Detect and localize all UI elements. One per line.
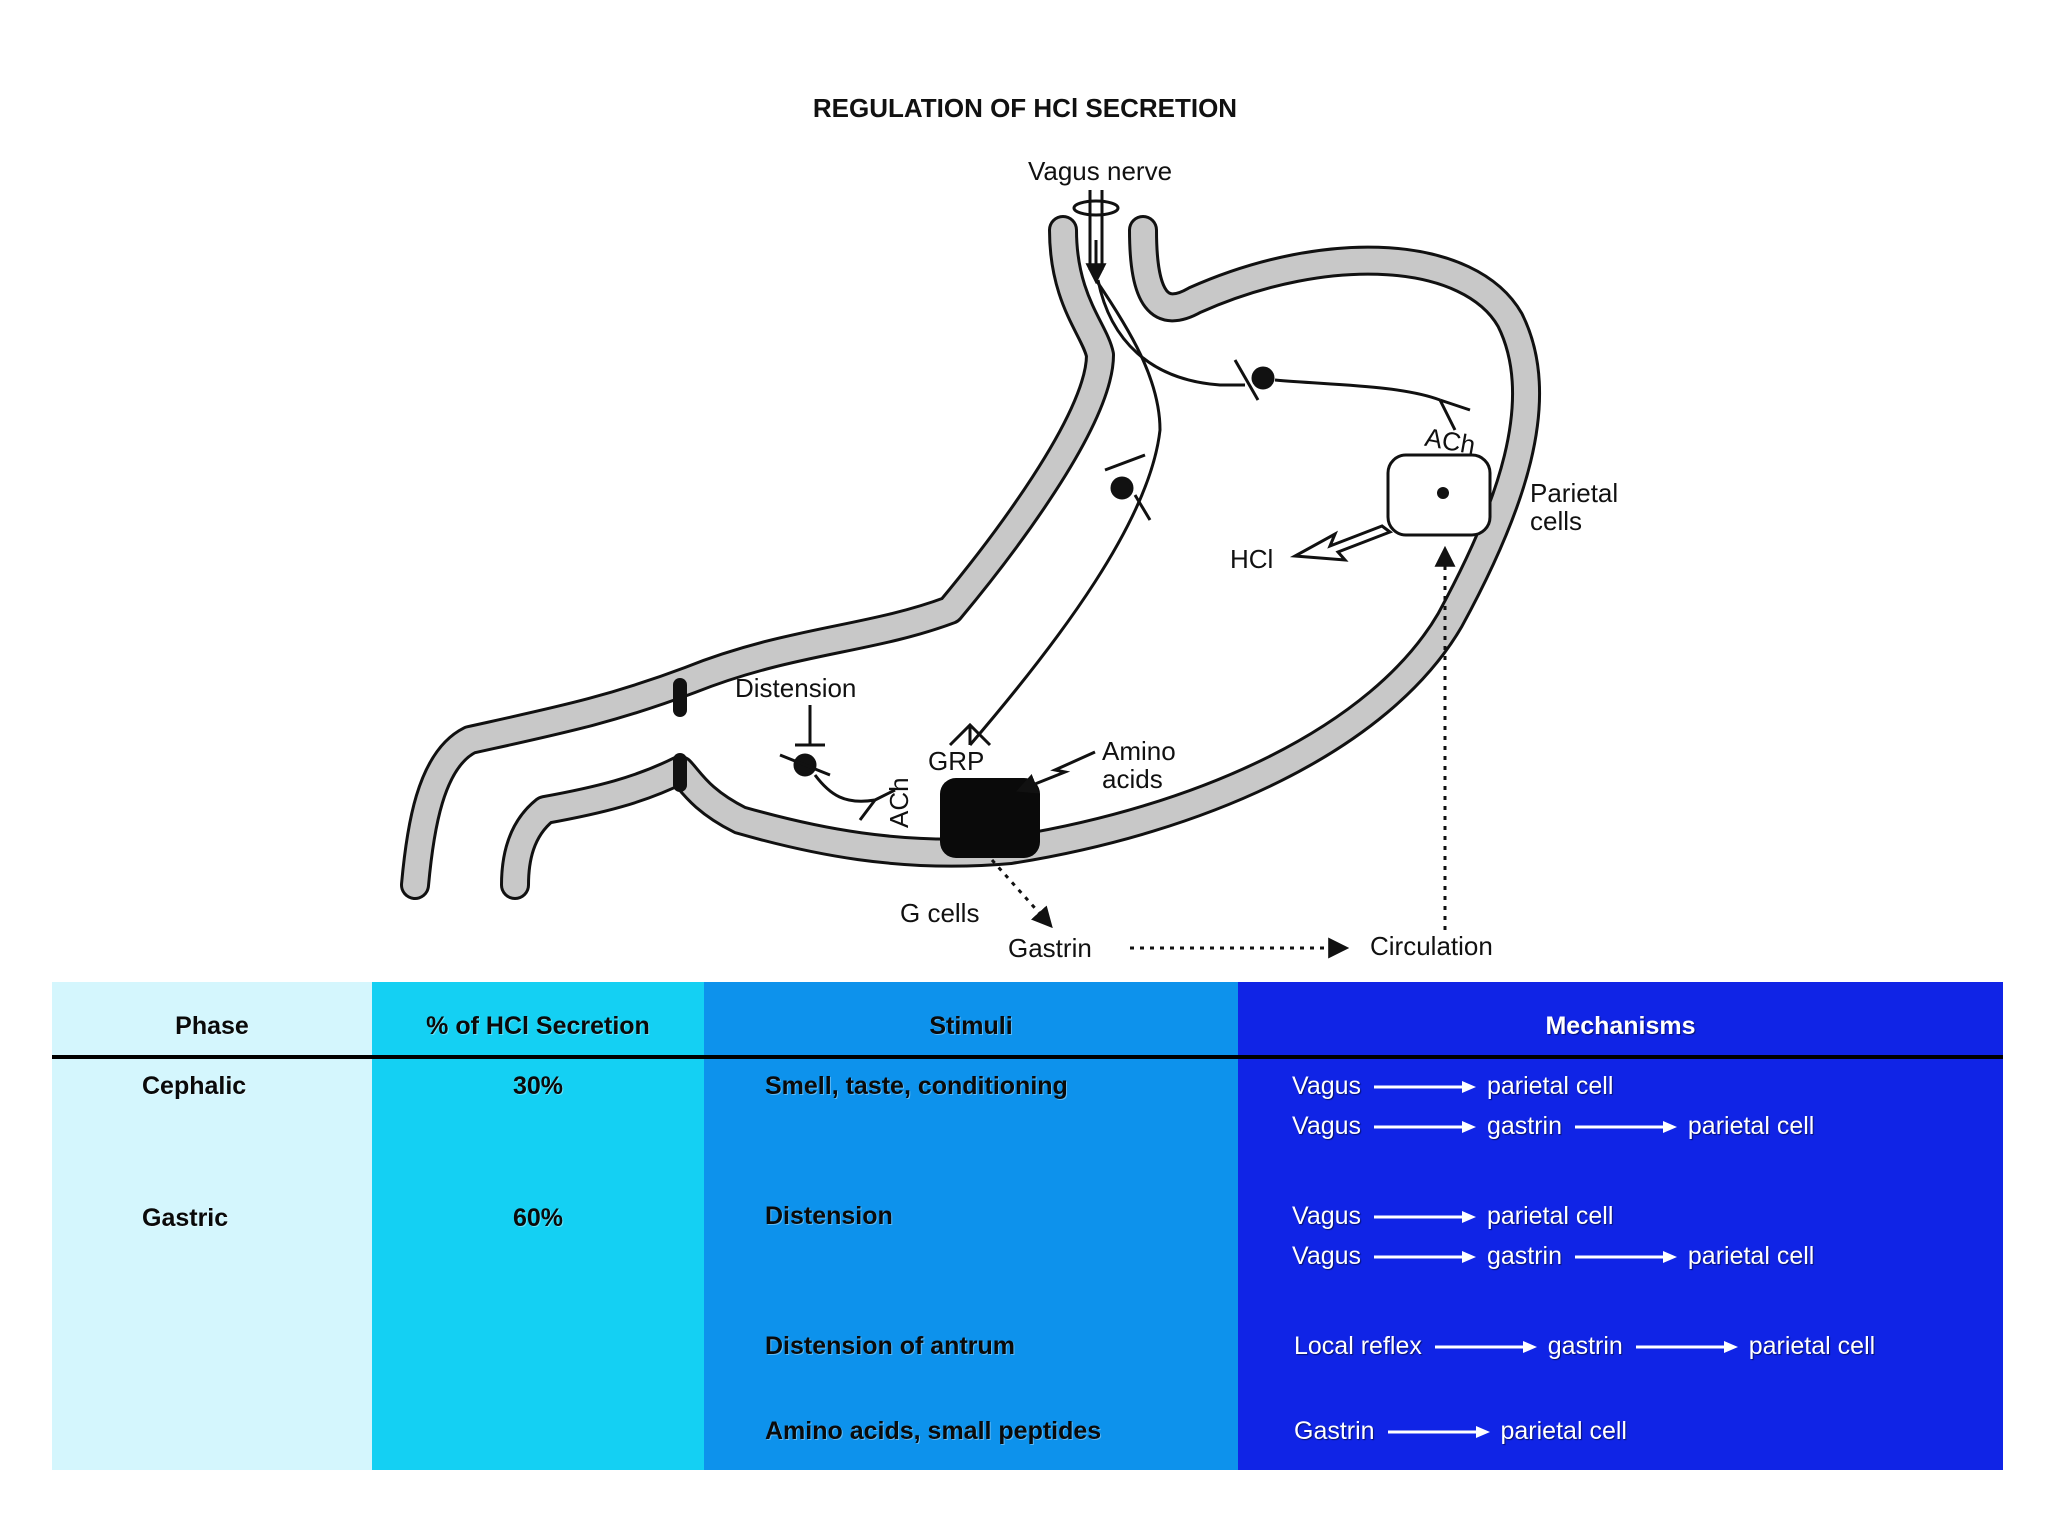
mechanism-step: parietal cell (1486, 1202, 1614, 1230)
label-ach-antrum: ACh (884, 777, 914, 828)
parietal-cell (1386, 453, 1492, 537)
phase-cell: Gastric (142, 1204, 229, 1232)
arrow-icon (1373, 1211, 1476, 1224)
arrow-icon (1373, 1081, 1476, 1094)
hcl-arrow (1289, 524, 1394, 562)
arrow-icon (1434, 1341, 1537, 1354)
mechanism-step: parietal cell (1500, 1417, 1627, 1445)
arrow-icon (1373, 1251, 1476, 1264)
percent-cell: 60% (512, 1204, 564, 1232)
mechanism-step: gastrin (1486, 1112, 1562, 1140)
mechanism-step: parietal cell (1486, 1072, 1614, 1100)
label-amino-1: Amino (1102, 736, 1176, 766)
stomach-diagram: REGULATION OF HCl SECRETION (400, 93, 1618, 963)
mechanism-step: Vagus (1292, 1242, 1362, 1270)
mechanism-step: Vagus (1292, 1112, 1362, 1140)
gastrin-pathway (990, 545, 1456, 959)
mechanism-step: parietal cell (1748, 1332, 1876, 1360)
percent-column (372, 982, 704, 1470)
mechanism-step: Local reflex (1294, 1332, 1422, 1360)
mechanism-row: Local reflex gastrin parietal cell (1294, 1332, 1875, 1361)
distension-receptor (779, 705, 896, 821)
header-mechanisms: Mechanisms (1545, 1012, 1696, 1040)
label-parietal-cells-1: Parietal (1530, 478, 1618, 508)
label-hcl: HCl (1230, 544, 1273, 574)
vagus-nerve (968, 190, 1245, 746)
label-circulation: Circulation (1370, 931, 1493, 961)
stimulus-cell: Distension (765, 1202, 893, 1230)
mechanism-row: Vagus parietal cell (1292, 1202, 1613, 1231)
stimulus-cell: Amino acids, small peptides (765, 1417, 1102, 1445)
label-grp: GRP (928, 746, 984, 776)
stimulus-cell: Smell, taste, conditioning (765, 1072, 1068, 1100)
label-vagus-nerve: Vagus nerve (1028, 156, 1172, 186)
synapse-upper (1233, 359, 1471, 431)
grp-terminal (948, 722, 992, 747)
mechanism-step: Vagus (1292, 1202, 1362, 1230)
label-gastrin: Gastrin (1008, 933, 1092, 963)
arrow-icon (1574, 1121, 1677, 1134)
stomach-wall (400, 215, 1542, 900)
mechanism-step: parietal cell (1687, 1112, 1815, 1140)
amino-acid-arrow (1016, 750, 1096, 794)
mechanism-step: Gastrin (1294, 1417, 1375, 1445)
mechanism-row: Vagus parietal cell (1292, 1072, 1613, 1101)
hcl-phases-table: Phase % of HCl Secretion Stimuli Mechani… (52, 982, 2003, 1470)
arrow-icon (1373, 1121, 1476, 1134)
label-amino-2: acids (1102, 764, 1163, 794)
arrow-icon (1387, 1426, 1490, 1439)
mechanism-step: Vagus (1292, 1072, 1362, 1100)
label-parietal-cells-2: cells (1530, 506, 1582, 536)
percent-cell: 30% (512, 1072, 564, 1100)
label-distension: Distension (735, 673, 856, 703)
mechanism-step: gastrin (1547, 1332, 1623, 1360)
header-phase: Phase (175, 1012, 249, 1040)
mechanism-row: Vagus gastrin parietal cell (1292, 1242, 1814, 1271)
phase-column (52, 982, 372, 1470)
mechanism-step: gastrin (1486, 1242, 1562, 1270)
mechanisms-column (1238, 982, 2003, 1470)
g-cell (940, 778, 1040, 858)
label-g-cells: G cells (900, 898, 979, 928)
header-percent: % of HCl Secretion (426, 1012, 650, 1040)
stimulus-cell: Distension of antrum (765, 1332, 1016, 1360)
mechanism-row: Vagus gastrin parietal cell (1292, 1112, 1814, 1141)
header-rule (52, 1055, 2003, 1059)
mechanism-row: Gastrin parietal cell (1294, 1417, 1627, 1446)
synapse-mid (1104, 453, 1152, 521)
arrow-icon (1574, 1251, 1677, 1264)
header-stimuli: Stimuli (929, 1012, 1013, 1040)
stimuli-column (704, 982, 1238, 1470)
mechanism-step: parietal cell (1687, 1242, 1815, 1270)
diagram-title: REGULATION OF HCl SECRETION (813, 93, 1237, 123)
phase-cell: Cephalic (142, 1072, 247, 1100)
arrow-icon (1635, 1341, 1738, 1354)
